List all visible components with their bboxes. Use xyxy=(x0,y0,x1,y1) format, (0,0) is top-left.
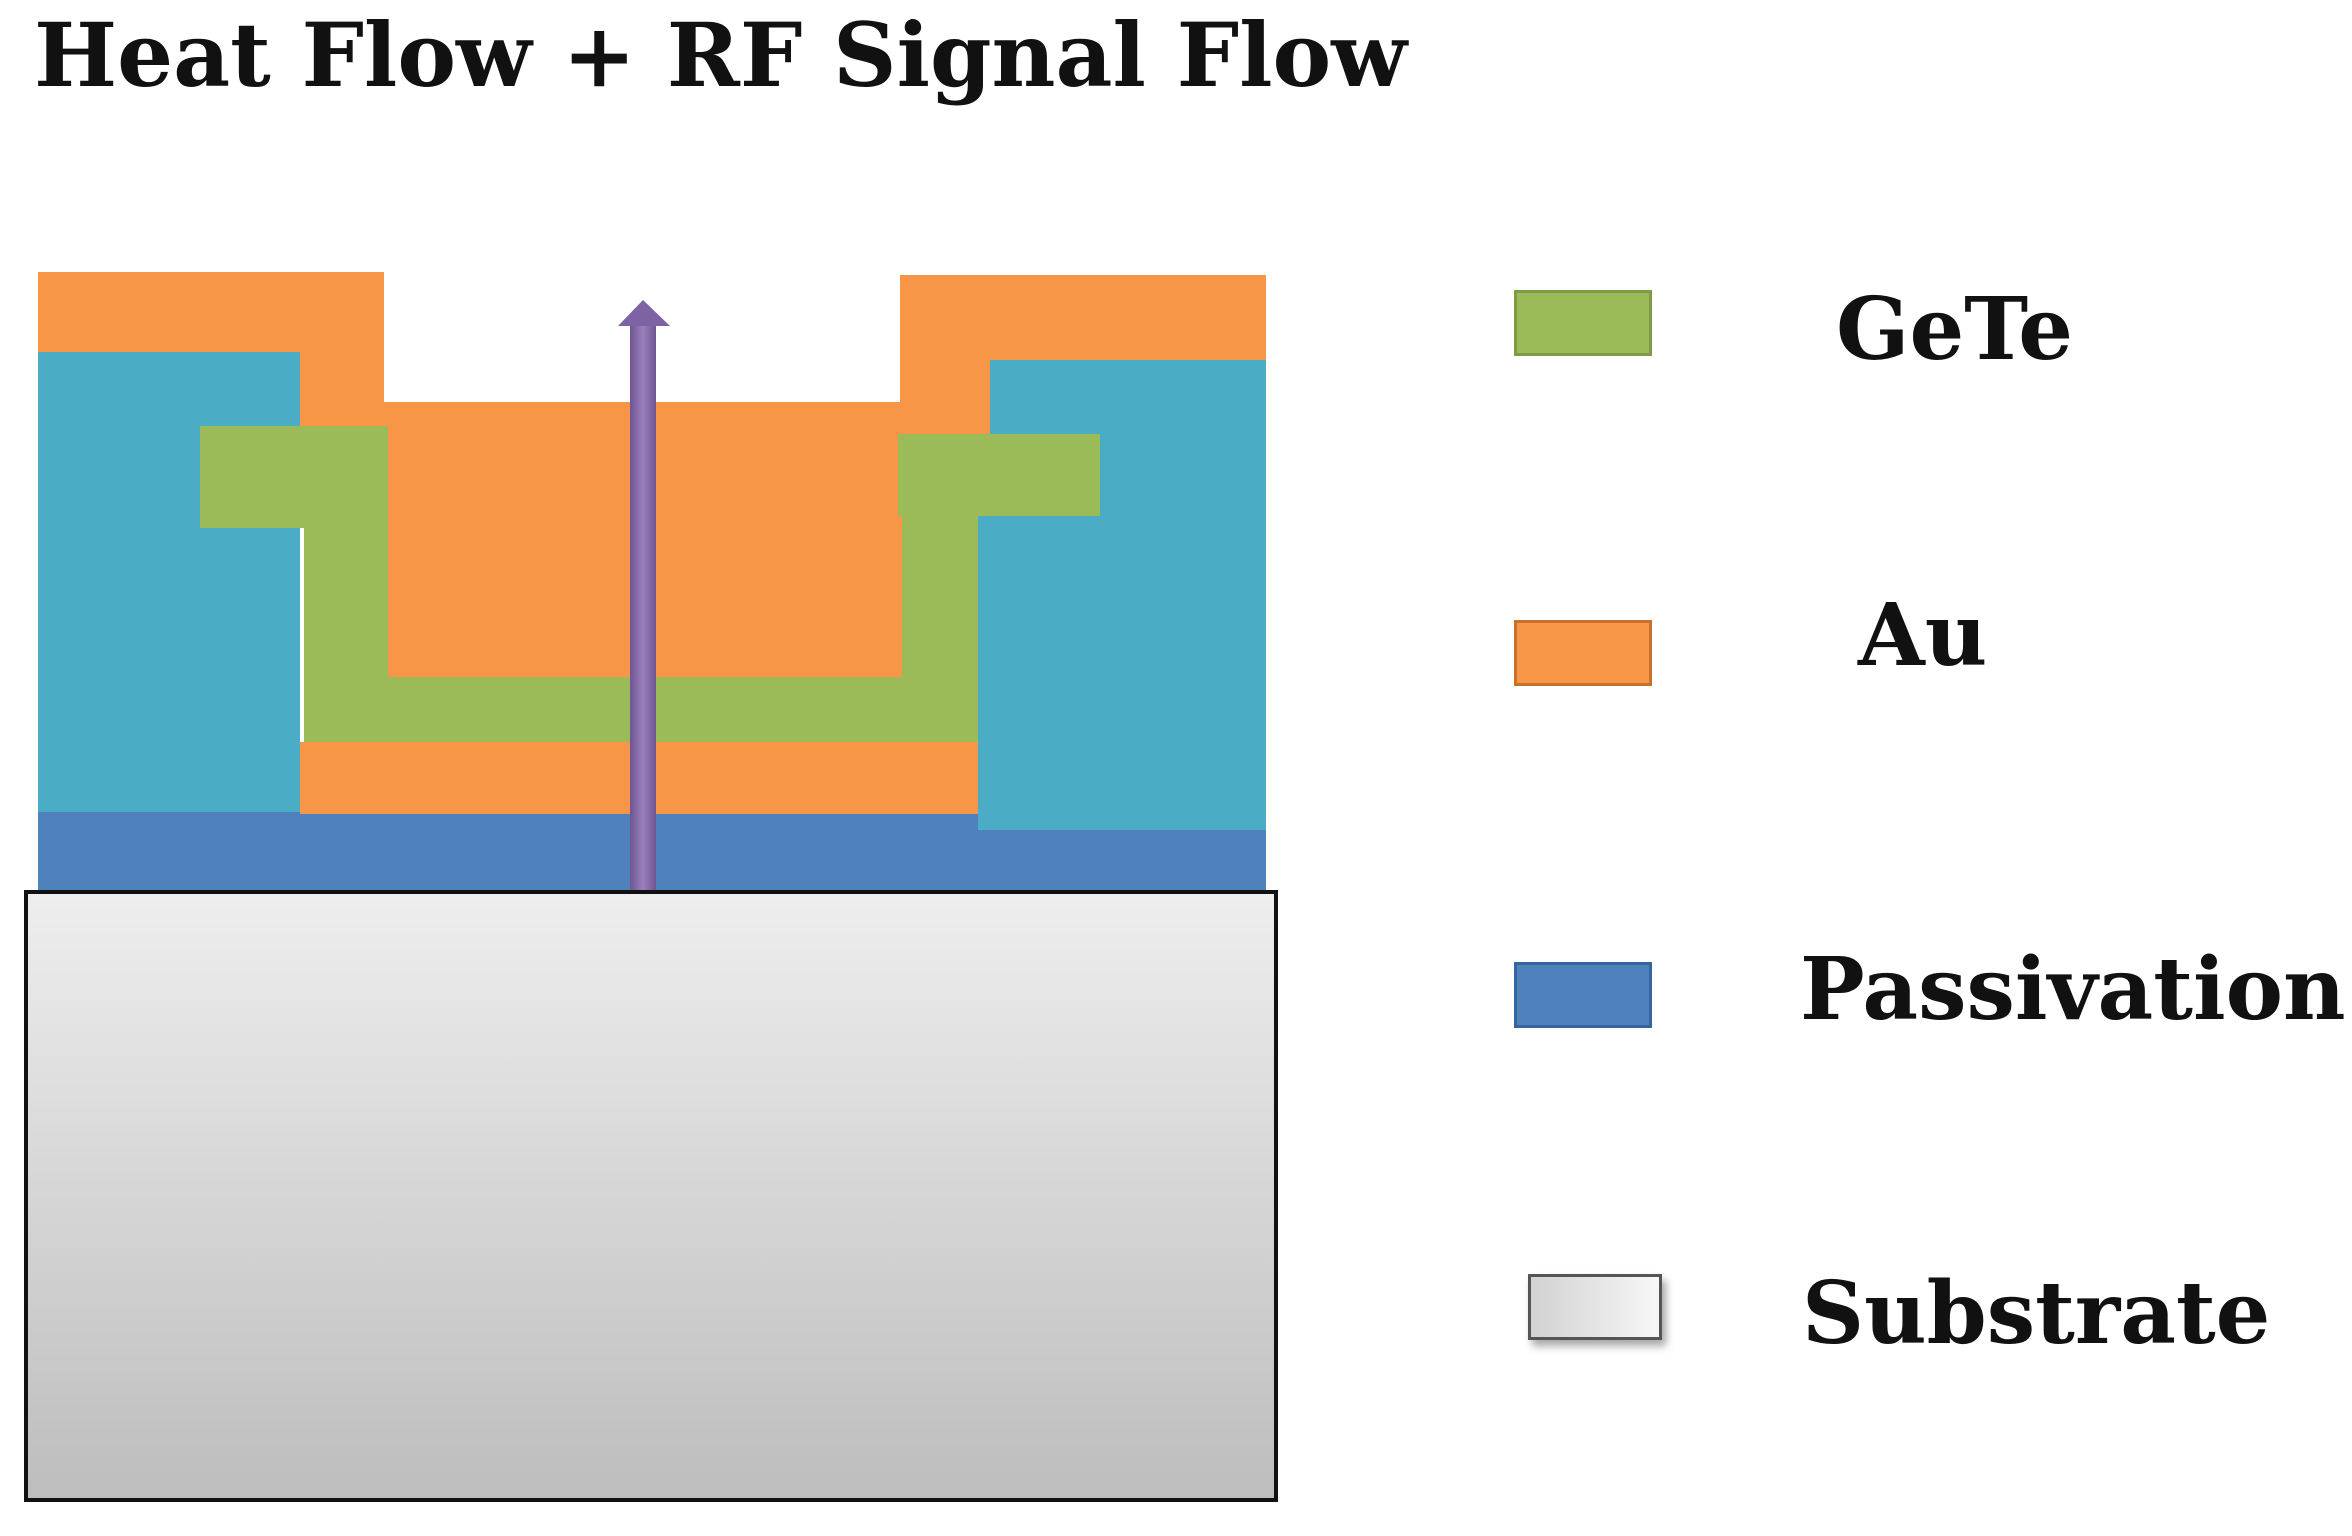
dielectric-right xyxy=(978,358,1266,830)
au-left-riser xyxy=(300,350,384,430)
legend-label-au: Au xyxy=(1858,585,1988,686)
blue-rectangle-swatch-icon xyxy=(1514,962,1652,1028)
gete-left-flange xyxy=(200,426,388,528)
flow-arrow-head xyxy=(618,300,670,326)
legend-item-gete: GeTe xyxy=(1500,272,2352,392)
orange-rectangle-swatch-icon xyxy=(1514,620,1652,686)
dielectric-left xyxy=(38,350,300,812)
legend-label-passivation: Passivation xyxy=(1800,939,2346,1040)
substrate-block xyxy=(24,890,1278,1502)
gray-gradient-rectangle-swatch-icon xyxy=(1528,1274,1662,1340)
diagram-title: Heat Flow + RF Signal Flow xyxy=(34,3,1407,107)
au-top-pad-left xyxy=(38,272,384,352)
gete-right-flange xyxy=(898,434,1100,516)
green-rectangle-swatch-icon xyxy=(1514,290,1652,356)
legend-item-passivation: Passivation xyxy=(1500,940,2352,1060)
legend-item-au: Au xyxy=(1500,586,2352,718)
legend-item-substrate: Substrate xyxy=(1500,1262,2352,1382)
legend-label-gete: GeTe xyxy=(1836,279,2074,380)
legend-label-substrate: Substrate xyxy=(1802,1263,2271,1364)
au-top-pad-right xyxy=(900,275,1266,360)
au-right-riser xyxy=(900,358,990,438)
flow-arrow-shaft xyxy=(630,322,656,890)
